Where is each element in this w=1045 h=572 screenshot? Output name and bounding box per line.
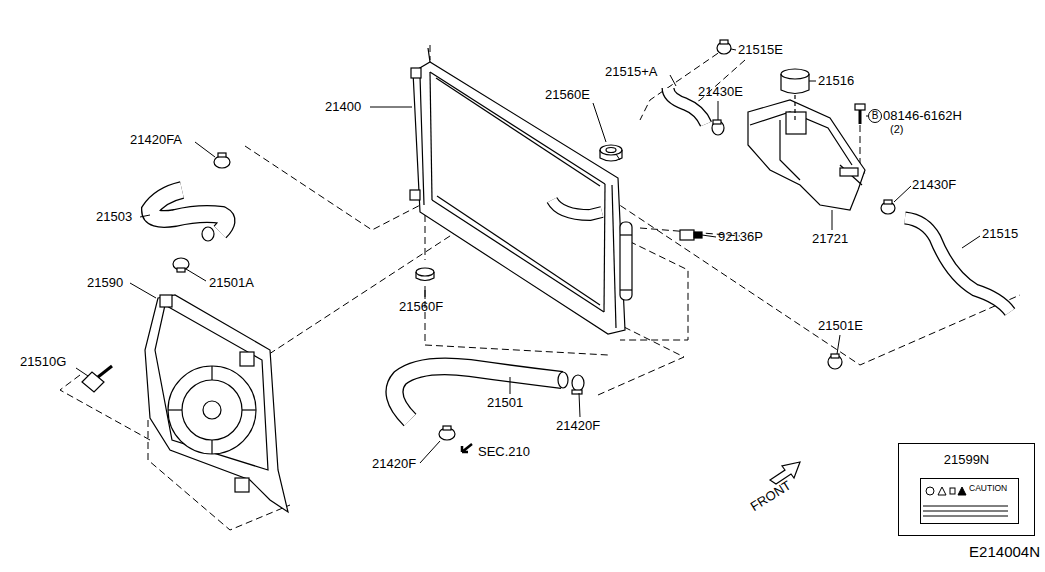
diagram-code: E214004N	[969, 544, 1040, 560]
drain-plugs	[416, 145, 622, 281]
callout-number: 08146-6162H	[883, 108, 962, 124]
section-reference: SEC.210	[478, 444, 530, 460]
callout-number: 21590	[87, 275, 123, 291]
callout-number: 21515+A	[605, 64, 657, 80]
direction-label: FRONT	[748, 477, 794, 514]
callout-number: 21430F	[912, 177, 956, 193]
reservoir-tank	[748, 100, 865, 210]
callout-number: 21501E	[818, 318, 863, 334]
callout-number: 21503	[96, 209, 132, 225]
hose-clamps	[173, 40, 895, 440]
callout-number: 21560E	[545, 87, 590, 103]
callout-number: 21420FA	[130, 132, 182, 148]
callout-number: 21420F	[556, 418, 600, 434]
leader-lines	[76, 49, 980, 463]
fan-shroud	[145, 295, 288, 512]
callout-number: 21501	[487, 395, 523, 411]
label-part-box: 21599N CAUTION	[898, 443, 1035, 536]
callout-number: (2)	[890, 121, 903, 137]
caution-label: CAUTION	[920, 478, 1019, 524]
callout-number: 21400	[325, 99, 361, 115]
callout-number: 21430E	[698, 84, 743, 100]
hose	[394, 366, 568, 420]
fasteners	[82, 104, 865, 392]
reservoir-cap	[781, 69, 809, 120]
callout-number: 21420F	[372, 456, 416, 472]
caution-text: CAUTION	[969, 483, 1014, 495]
callout-number: 21560F	[399, 299, 443, 315]
callout-number: 21516	[818, 73, 854, 89]
section-arrow	[462, 444, 472, 452]
callout-number: 21721	[812, 231, 848, 247]
radiator	[410, 48, 632, 334]
callout-number: 21501A	[209, 275, 254, 291]
hose	[150, 190, 227, 241]
callout-number: 21515	[982, 226, 1018, 242]
assembly-lines	[60, 45, 1020, 530]
callout-number: 92136P	[718, 229, 763, 245]
callout-number: 21515E	[738, 42, 783, 58]
callout-number: 21510G	[20, 354, 66, 370]
reference-letter: B	[871, 108, 880, 124]
part-number: 21599N	[903, 452, 1030, 468]
